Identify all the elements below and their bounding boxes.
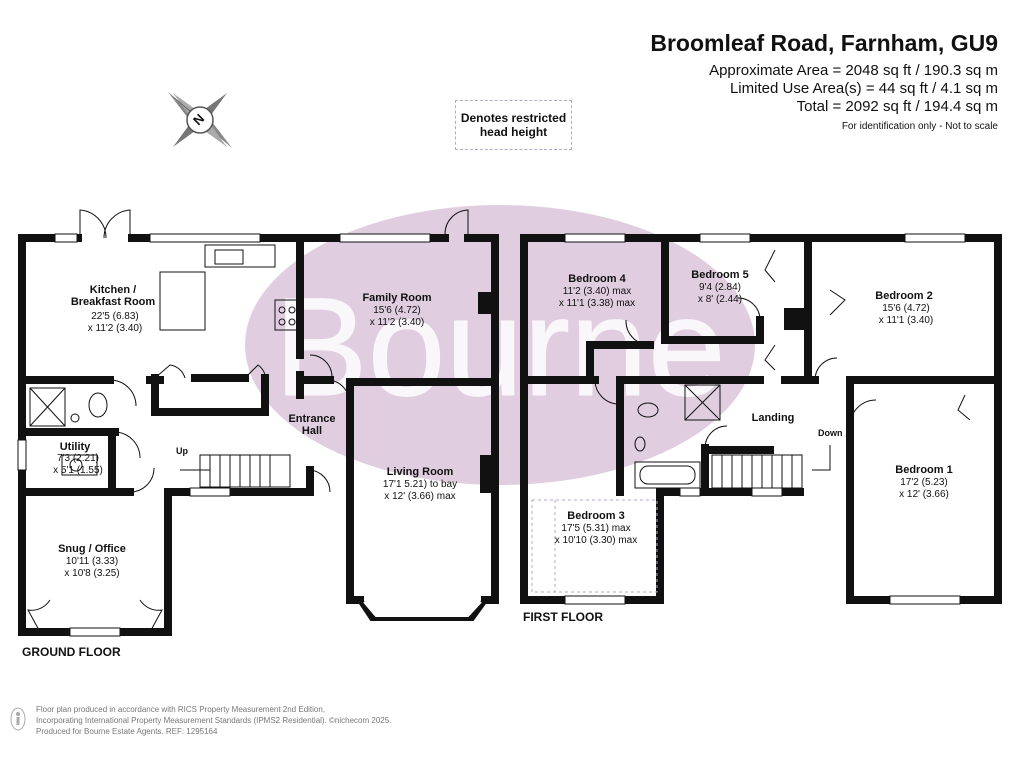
french-doors-icon bbox=[79, 209, 469, 239]
approx-area: Approximate Area = 2048 sq ft / 190.3 sq… bbox=[709, 62, 998, 79]
page-title: Broomleaf Road, Farnham, GU9 bbox=[650, 30, 998, 56]
room-entrance-hall-name: Entrance Hall bbox=[288, 413, 336, 437]
room-family-name: Family Room bbox=[362, 292, 432, 304]
room-utility-name: Utility bbox=[59, 441, 91, 453]
room-snug-dims: 10'11 (3.33) x 10'8 (3.25) bbox=[64, 556, 120, 579]
room-family-dims: 15'6 (4.72) x 11'2 (3.40) bbox=[369, 305, 425, 328]
footer-line-1: Floor plan produced in accordance with R… bbox=[36, 705, 326, 714]
restricted-key: Denotes restricted head height bbox=[455, 100, 572, 150]
chimney-breast bbox=[480, 455, 494, 493]
room-bedroom5-dims: 9'4 (2.84) x 8' (2.44) bbox=[697, 282, 743, 305]
total-area: Total = 2092 sq ft / 194.4 sq m bbox=[796, 98, 998, 115]
room-bedroom4-name: Bedroom 4 bbox=[568, 273, 626, 285]
ground-floor-windows bbox=[17, 233, 431, 637]
scale-note: For identification only - Not to scale bbox=[841, 121, 998, 132]
footer-line-2: Incorporating International Property Mea… bbox=[36, 716, 392, 725]
watermark-text: Bourne bbox=[274, 268, 725, 425]
first-floor-stairs bbox=[711, 445, 831, 489]
first-floor-windows bbox=[564, 233, 966, 605]
person-icon bbox=[10, 707, 26, 731]
room-landing-name: Landing bbox=[751, 412, 795, 424]
room-bedroom2-dims: 15'6 (4.72) x 11'1 (3.40) bbox=[878, 303, 934, 326]
room-bedroom4-dims: 11'2 (3.40) max x 11'1 (3.38) max bbox=[558, 286, 636, 309]
room-bedroom5-name: Bedroom 5 bbox=[691, 269, 749, 281]
room-snug-name: Snug / Office bbox=[58, 543, 126, 555]
room-bedroom2-name: Bedroom 2 bbox=[875, 290, 933, 302]
bay-window bbox=[357, 598, 488, 621]
chimney-breast bbox=[478, 292, 492, 314]
footer-text: Floor plan produced in accordance with R… bbox=[36, 704, 391, 737]
bathroom-fixtures-first bbox=[634, 384, 721, 489]
ground-floor-label: GROUND FLOOR bbox=[22, 645, 121, 659]
ground-doors bbox=[27, 354, 351, 633]
limited-use-area: Limited Use Area(s) = 44 sq ft / 4.1 sq … bbox=[729, 80, 998, 97]
stair-down-label: Down bbox=[818, 428, 843, 438]
restricted-area bbox=[531, 499, 658, 593]
restricted-key-label: Denotes restricted head height bbox=[460, 111, 567, 139]
room-bedroom1-dims: 17'2 (5.23) x 12' (3.66) bbox=[899, 477, 949, 500]
area-summary: Approximate Area = 2048 sq ft / 190.3 sq… bbox=[709, 62, 998, 116]
room-kitchen-dims: 22'5 (6.83) x 11'2 (3.40) bbox=[87, 311, 143, 334]
first-floor-doors bbox=[594, 249, 971, 449]
room-bedroom3-name: Bedroom 3 bbox=[567, 510, 625, 522]
compass-rose-icon bbox=[168, 92, 232, 148]
stair-up-label: Up bbox=[176, 446, 188, 456]
ground-stairs bbox=[180, 454, 291, 488]
room-bedroom1-name: Bedroom 1 bbox=[895, 464, 953, 476]
room-bedroom3-dims: 17'5 (5.31) max x 10'10 (3.30) max bbox=[554, 523, 638, 546]
watermark-ellipse bbox=[245, 205, 755, 485]
room-utility-dims: 7'3 (2.21) x 5'1 (1.55) bbox=[53, 453, 103, 476]
chimney-breast bbox=[784, 308, 806, 330]
footer-line-3: Produced for Bourne Estate Agents. REF: … bbox=[36, 727, 218, 736]
room-living-name: Living Room bbox=[386, 466, 454, 478]
kitchen-units bbox=[159, 244, 300, 331]
bathroom-fixtures bbox=[29, 387, 108, 476]
room-kitchen-name: Kitchen / Breakfast Room bbox=[70, 284, 156, 308]
first-floor-label: FIRST FLOOR bbox=[523, 610, 603, 624]
room-living-dims: 17'1 5.21) to bay x 12' (3.66) max bbox=[382, 479, 458, 502]
